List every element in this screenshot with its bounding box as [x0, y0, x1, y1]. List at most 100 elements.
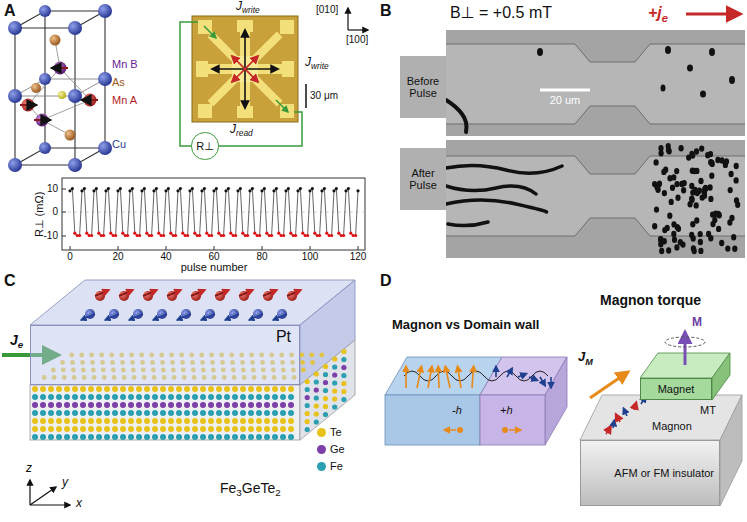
atom	[264, 418, 270, 424]
axis-title: pulse number	[181, 261, 248, 274]
atom	[208, 410, 214, 416]
atom	[112, 386, 118, 392]
atom	[256, 394, 262, 400]
plot-point	[335, 187, 338, 190]
skyrmion	[698, 248, 703, 254]
spin-arrow	[153, 314, 167, 320]
atom	[184, 426, 190, 432]
skyrmion	[681, 187, 686, 193]
atom-label: Cu	[112, 138, 126, 151]
spin-arrow	[287, 290, 301, 296]
atom	[280, 426, 286, 432]
panel-letter: C	[4, 272, 16, 290]
atom	[40, 410, 46, 416]
axis-label: [100]	[346, 34, 368, 46]
micrograph	[446, 30, 745, 258]
plot-point	[347, 187, 350, 190]
plot-point	[131, 187, 134, 190]
magnet-block: Magnet	[640, 378, 712, 400]
skyrmion	[667, 175, 672, 181]
micrograph-part	[446, 140, 745, 258]
skyrmion	[703, 185, 708, 191]
magnon-arrow	[405, 366, 407, 388]
plot-point	[344, 189, 347, 192]
atom	[256, 426, 262, 432]
current-subscript: e	[662, 12, 668, 25]
atom	[305, 427, 310, 432]
material-subscript: 3	[236, 487, 241, 498]
meter-circle: R⊥	[191, 132, 218, 159]
atom	[305, 403, 310, 408]
plot-point	[239, 187, 242, 190]
micrograph-part	[540, 89, 590, 92]
pulse-plot-part	[62, 189, 358, 250]
plot-point	[107, 187, 110, 190]
spin-arrow	[225, 314, 239, 320]
node-text: AFM or FM insulator	[614, 467, 714, 479]
atom	[96, 434, 102, 440]
axis-label: x	[76, 497, 82, 511]
atom	[184, 410, 190, 416]
plot-point	[253, 232, 256, 235]
atom	[80, 410, 86, 416]
atom	[314, 371, 319, 376]
atom	[56, 386, 62, 392]
pt-layer: Pt	[30, 325, 300, 385]
atom	[128, 410, 134, 416]
micrograph-part-part	[700, 91, 706, 98]
plot-point	[80, 189, 83, 192]
atom	[128, 426, 134, 432]
atom	[168, 402, 174, 408]
skyrmion	[698, 178, 703, 184]
legend-swatch	[317, 445, 326, 454]
plot-point	[258, 234, 261, 237]
atom	[144, 410, 150, 416]
atom	[72, 434, 78, 440]
magnon-arrow	[417, 366, 422, 388]
atom	[160, 434, 166, 440]
atom	[168, 386, 174, 392]
plot-point	[215, 187, 218, 190]
atom	[240, 386, 246, 392]
magnon-spin	[634, 402, 636, 410]
atom	[192, 402, 198, 408]
domain-wall-slab	[385, 357, 567, 445]
node-text: After Pulse	[403, 167, 443, 191]
pt-layer-faces	[30, 280, 355, 385]
atom	[224, 386, 230, 392]
tick-label: 120	[350, 251, 367, 263]
plot-point	[260, 189, 263, 192]
node-text: Magnet	[658, 383, 695, 395]
micrograph-part-part	[709, 48, 715, 56]
atom	[80, 426, 86, 432]
atom	[232, 434, 238, 440]
label-box: After Pulse	[400, 148, 446, 210]
plot-point	[174, 234, 177, 237]
spin-arrows-part	[82, 99, 98, 101]
skyrmion	[732, 246, 737, 252]
atom	[176, 394, 182, 400]
spin-arrows	[20, 68, 98, 120]
helicity-label: +h	[500, 404, 513, 417]
atom	[264, 410, 270, 416]
atom	[184, 394, 190, 400]
plot-point	[337, 232, 340, 235]
atom	[216, 434, 222, 440]
atom	[192, 434, 198, 440]
crystal-cell	[15, 11, 105, 165]
atom	[232, 402, 238, 408]
plot-point	[157, 232, 160, 235]
magnon-spin	[613, 420, 614, 428]
atom	[309, 353, 314, 358]
atom	[305, 379, 310, 384]
atom	[112, 426, 118, 432]
plot-point	[313, 232, 316, 235]
device-chip-part	[192, 16, 298, 122]
skyrmion	[663, 167, 668, 173]
fgt-slab-part	[300, 340, 355, 440]
spin-arrow	[129, 314, 143, 320]
crystal-axes-part	[348, 29, 368, 30]
atom	[256, 402, 262, 408]
panel-letter: D	[380, 272, 392, 290]
atom	[152, 386, 158, 392]
